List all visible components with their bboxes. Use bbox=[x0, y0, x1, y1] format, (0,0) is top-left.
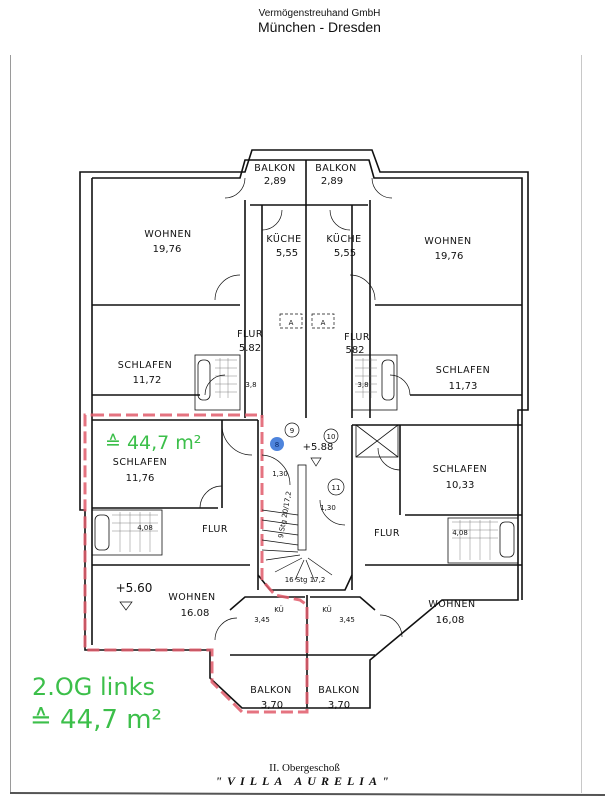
door-width-b: 1,30 bbox=[320, 504, 336, 512]
room-balkon-bottom-right-area: 3,70 bbox=[328, 700, 350, 711]
floor-title: II. Obergeschoß bbox=[269, 762, 340, 774]
stair-level-mark: +5.88 bbox=[303, 442, 334, 453]
room-flur-top-right-name: FLUR bbox=[344, 332, 370, 343]
room-balkon-top-right-area: 2,89 bbox=[321, 176, 343, 187]
room-balkon-bottom-left-area: 3,70 bbox=[261, 700, 283, 711]
door-number-11: 11 bbox=[332, 484, 341, 492]
room-kueche-right-area: 5,55 bbox=[334, 248, 356, 259]
level-triangle-left bbox=[119, 601, 133, 611]
room-wohnen-top-right-name: WOHNEN bbox=[424, 236, 471, 247]
room-flur-top-right-area: 582 bbox=[345, 345, 364, 356]
room-flur-bottom-right-name: FLUR bbox=[374, 528, 400, 539]
door-number-10: 10 bbox=[327, 433, 336, 441]
door-number-9: 9 bbox=[290, 427, 294, 435]
stair-steps-lower: 16 Stg 17,2 bbox=[285, 576, 326, 584]
room-balkon-top-left-area: 2,89 bbox=[264, 176, 286, 187]
handwritten-unit-area: ≙ 44,7 m² bbox=[30, 705, 162, 735]
room-schlafen-bottom-left-area: 11,76 bbox=[126, 473, 155, 484]
room-balkon-top-right-name: BALKON bbox=[315, 163, 357, 174]
room-wohnen-top-right-area: 19,76 bbox=[435, 251, 464, 262]
door-width-a: 1,30 bbox=[272, 470, 288, 478]
room-bad-top-right-area: 3,8 bbox=[357, 381, 368, 389]
room-kue-bottom-right-name: KÜ bbox=[322, 605, 332, 614]
marker-box-right bbox=[311, 313, 335, 329]
document-header: Vermögenstreuhand GmbH München - Dresden bbox=[0, 8, 609, 35]
building-name: "VILLA AURELIA" bbox=[215, 774, 394, 788]
bathroom-bottom-left bbox=[91, 509, 163, 556]
outer-walls bbox=[79, 149, 529, 709]
company-cities: München - Dresden bbox=[258, 19, 381, 35]
room-balkon-bottom-right-name: BALKON bbox=[318, 685, 360, 696]
level-triangle-stair bbox=[310, 457, 322, 467]
room-schlafen-top-right-area: 11,73 bbox=[449, 381, 478, 392]
document-footer: II. Obergeschoß "VILLA AURELIA" bbox=[0, 762, 609, 789]
room-wohnen-bottom-left-area: 16.08 bbox=[181, 608, 210, 619]
room-balkon-top-left-name: BALKON bbox=[254, 163, 296, 174]
room-wohnen-bottom-right-name: WOHNEN bbox=[428, 599, 475, 610]
bathroom-top-left bbox=[194, 354, 241, 411]
door-number-8-marker bbox=[270, 437, 284, 451]
room-bad-bottom-left-area: 4,08 bbox=[137, 524, 153, 532]
room-bad-bottom-right-area: 4,08 bbox=[452, 529, 468, 537]
room-schlafen-bottom-left-name: SCHLAFEN bbox=[113, 457, 167, 468]
marker-a-right: A bbox=[321, 319, 326, 327]
room-bad-top-left-area: 3,8 bbox=[245, 381, 256, 389]
doors bbox=[199, 177, 411, 641]
document-page-frame bbox=[10, 55, 582, 793]
room-schlafen-top-left-area: 11,72 bbox=[133, 375, 162, 386]
room-balkon-bottom-left-name: BALKON bbox=[250, 685, 292, 696]
door-number-11-circle bbox=[327, 478, 345, 496]
room-wohnen-top-left-area: 19,76 bbox=[153, 244, 182, 255]
room-schlafen-bottom-right-name: SCHLAFEN bbox=[433, 464, 487, 475]
bathroom-top-right bbox=[351, 354, 398, 411]
room-flur-top-left-name: FLUR bbox=[237, 329, 263, 340]
handwritten-area-note: ≙ 44,7 m² bbox=[105, 432, 201, 454]
room-schlafen-top-right-name: SCHLAFEN bbox=[436, 365, 490, 376]
door-number-9-circle bbox=[284, 422, 300, 438]
room-kueche-right-name: KÜCHE bbox=[326, 234, 361, 245]
unit-outline-highlight bbox=[83, 413, 309, 714]
marker-a-left: A bbox=[289, 319, 294, 327]
room-flur-bottom-left-name: FLUR bbox=[202, 524, 228, 535]
room-wohnen-top-left-name: WOHNEN bbox=[144, 229, 191, 240]
room-wohnen-bottom-left-name: WOHNEN bbox=[168, 592, 215, 603]
room-kueche-left-name: KÜCHE bbox=[266, 234, 301, 245]
room-schlafen-bottom-right-area: 10,33 bbox=[446, 480, 475, 491]
room-kue-bottom-left-name: KÜ bbox=[274, 605, 284, 614]
door-number-10-circle bbox=[323, 428, 339, 444]
staircase bbox=[261, 424, 399, 583]
room-schlafen-top-left-name: SCHLAFEN bbox=[118, 360, 172, 371]
room-kue-bottom-right-area: 3,45 bbox=[339, 616, 355, 624]
interior-walls bbox=[92, 160, 522, 708]
room-flur-top-left-area: 5.82 bbox=[239, 343, 261, 354]
company-name: Vermögenstreuhand GmbH bbox=[258, 8, 381, 19]
marker-box-left bbox=[279, 313, 303, 329]
handwritten-unit-label: 2.OG links bbox=[32, 673, 155, 701]
room-wohnen-bottom-right-area: 16,08 bbox=[436, 615, 465, 626]
room-kueche-left-area: 5,55 bbox=[276, 248, 298, 259]
room-kue-bottom-left-area: 3,45 bbox=[254, 616, 270, 624]
bathroom-bottom-right bbox=[447, 517, 519, 564]
door-number-8: 8 bbox=[275, 441, 279, 449]
level-mark-left: +5.60 bbox=[116, 581, 153, 595]
stair-steps-upper: 9 Stg 20/17,2 bbox=[277, 491, 293, 539]
